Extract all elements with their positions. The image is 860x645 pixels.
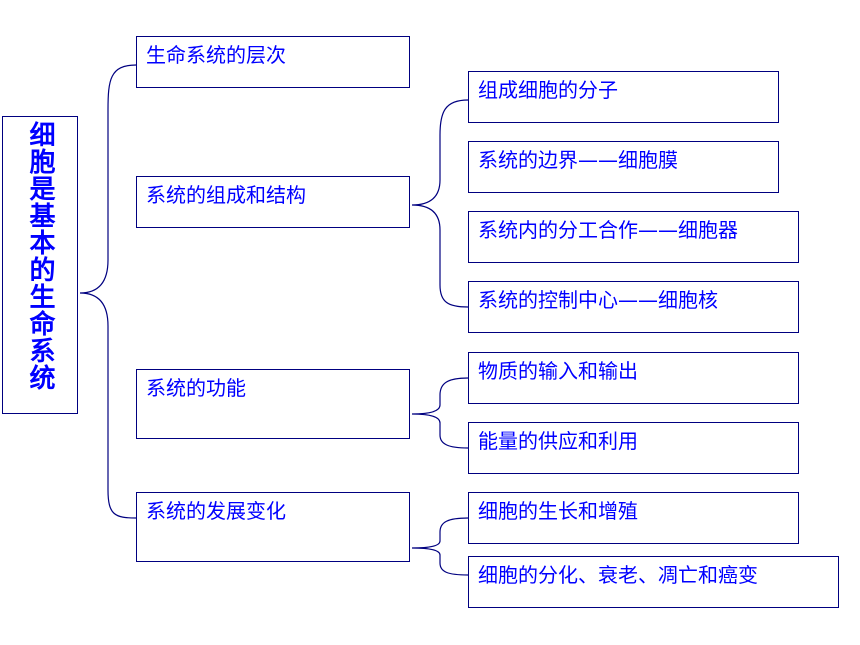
node-growth: 细胞的生长和增殖: [468, 492, 799, 544]
node-label: 系统的功能: [146, 376, 246, 400]
node-label: 系统内的分工合作——细胞器: [478, 218, 738, 242]
node-label: 能量的供应和利用: [478, 429, 638, 453]
node-energy: 能量的供应和利用: [468, 422, 799, 474]
node-structure: 系统的组成和结构: [136, 176, 410, 228]
node-label: 系统的边界——细胞膜: [478, 148, 678, 172]
structure-brace: [411, 99, 469, 308]
node-organelles: 系统内的分工合作——细胞器: [468, 211, 799, 263]
node-label: 物质的输入和输出: [478, 359, 638, 383]
node-function: 系统的功能: [136, 369, 410, 439]
root-brace: [79, 64, 137, 519]
root-label: 细胞是基本的生命系统: [25, 121, 55, 391]
development-brace: [411, 517, 469, 576]
root-node: 细胞是基本的生命系统: [2, 116, 78, 414]
node-label: 系统的控制中心——细胞核: [478, 288, 718, 312]
node-differentiation: 细胞的分化、衰老、凋亡和癌变: [468, 556, 839, 608]
node-label: 细胞的分化、衰老、凋亡和癌变: [478, 563, 758, 587]
node-label: 生命系统的层次: [146, 43, 286, 67]
node-hierarchy: 生命系统的层次: [136, 36, 410, 88]
node-label: 组成细胞的分子: [478, 78, 618, 102]
function-brace: [411, 377, 469, 449]
node-membrane: 系统的边界——细胞膜: [468, 141, 779, 193]
node-transport: 物质的输入和输出: [468, 352, 799, 404]
node-molecules: 组成细胞的分子: [468, 71, 779, 123]
node-label: 细胞的生长和增殖: [478, 499, 638, 523]
node-development: 系统的发展变化: [136, 492, 410, 562]
node-label: 系统的发展变化: [146, 499, 286, 523]
node-label: 系统的组成和结构: [146, 183, 306, 207]
node-nucleus: 系统的控制中心——细胞核: [468, 281, 799, 333]
